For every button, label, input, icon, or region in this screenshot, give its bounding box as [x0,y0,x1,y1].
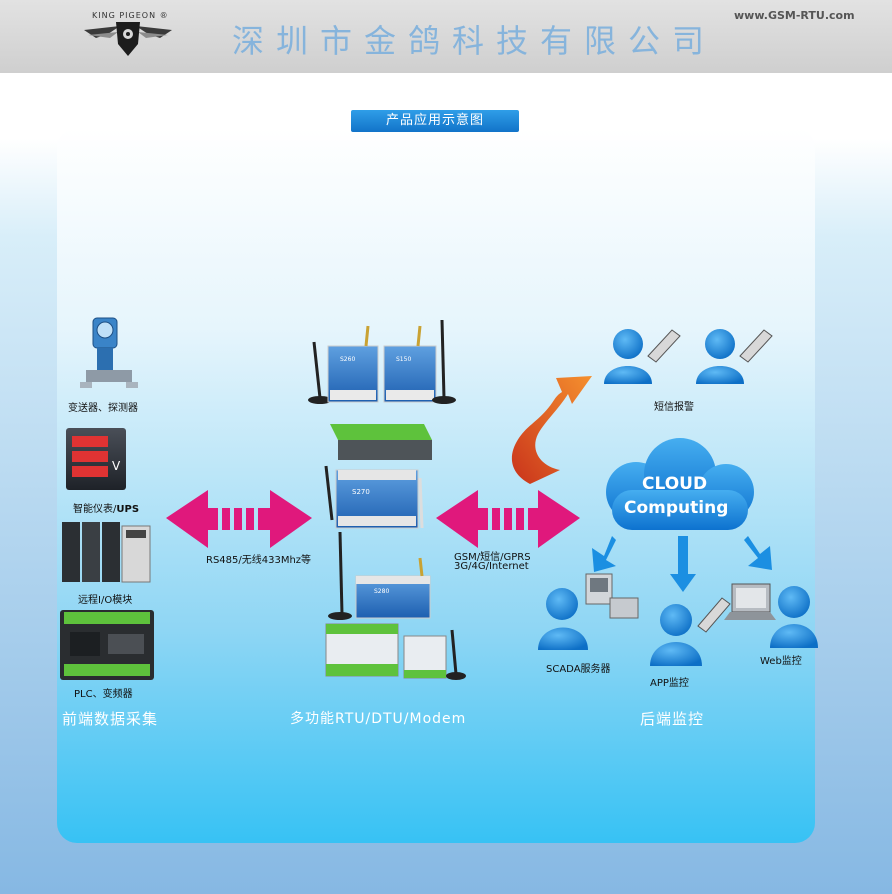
cloud-down-arrows [592,536,772,592]
web-user-icon [724,583,818,648]
rtu-terminal-block [330,424,432,460]
cloud-label-2: Computing [624,498,729,518]
pressure-transmitter-icon [80,317,138,388]
swirl-arrow-icon [511,376,592,484]
scada-label: SCADA服务器 [546,664,611,675]
device-code-s270: S270 [352,488,370,496]
pigeon-logo-icon [84,22,172,56]
device-code-s280: S280 [374,588,390,595]
io-module-label: 远程I/O模块 [78,595,133,606]
rtu-device-s260 [308,325,379,404]
cloud-computing-icon [606,438,754,530]
app-user-icon [650,597,731,666]
device-code-s150: S150 [396,356,412,363]
transmitter-label: 变送器、探测器 [68,403,138,414]
plc-icon [60,610,154,680]
website-url[interactable]: www.GSM-RTU.com [734,9,855,22]
cloud-label-1: CLOUD [642,474,708,494]
rs485-link-label: RS485/无线433Mhz等 [206,555,312,566]
section-front-end: 前端数据采集 [62,710,159,728]
rs485-link-arrow [166,490,312,548]
page-title: 产品应用示意图 [351,110,519,132]
plc-label: PLC、变频器 [74,689,133,700]
sms-alarm-label: 短信报警 [654,402,694,413]
internet-link-label: 3G/4G/Internet [454,561,529,572]
section-rtu: 多功能RTU/DTU/Modem [290,711,467,727]
brand-name: KING PIGEON ® [92,11,169,20]
company-name: 深圳市金鸽科技有限公司 [232,22,717,60]
section-back-end: 后端监控 [640,710,705,728]
device-code-s260: S260 [340,356,356,363]
rtu-device-s150 [383,319,456,404]
sms-user-icon [604,329,773,384]
rtu-device-s270 [324,465,424,529]
smart-meter-icon: V [66,428,126,490]
gsm-link-label: GSM/短信/GPRS [454,552,531,563]
svg-text:V: V [112,459,121,473]
smart-meter-label: 智能仪表/UPS [73,504,140,515]
gsm-link-arrow [436,490,580,548]
io-module-icon [62,522,151,583]
app-label: APP监控 [650,678,689,689]
scada-user-icon [538,573,639,650]
rtu-device-s280 [325,531,466,680]
web-label: Web监控 [760,656,802,667]
